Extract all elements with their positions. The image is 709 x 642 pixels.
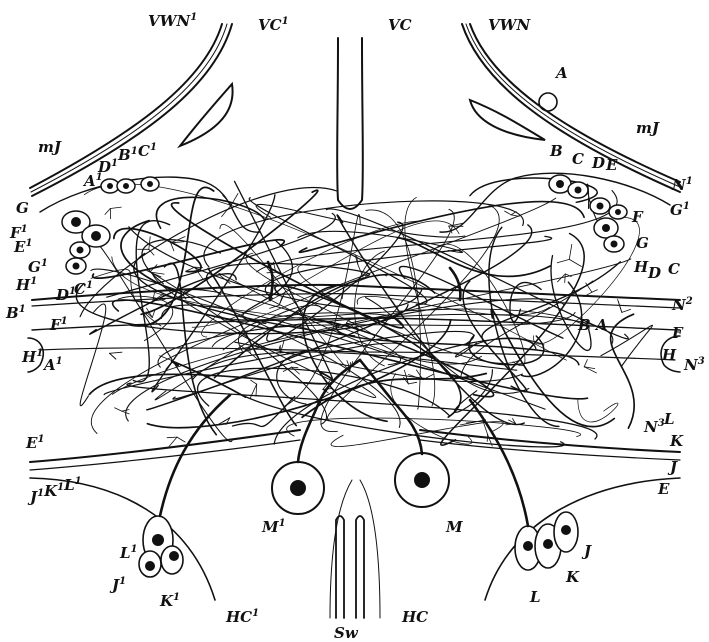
neuropil-fibre: [611, 314, 635, 428]
right-crescent: [470, 100, 545, 140]
neuropil-fibre: [298, 231, 463, 252]
label-b-top: B: [549, 142, 563, 160]
label-e1-left: E1: [13, 238, 32, 256]
dendrite-tuft: [279, 296, 282, 305]
label-a: A: [554, 64, 568, 82]
label-e1-low: E1: [25, 434, 44, 452]
hc-boundary: [485, 478, 680, 600]
label-jkl1: J1K1L1: [27, 476, 82, 506]
sw-right: [356, 516, 364, 618]
dendrite-tuft: [169, 437, 177, 446]
label-n3-b: N3: [643, 418, 665, 436]
label-k1: K1: [159, 592, 180, 610]
dendrite-tuft: [167, 437, 177, 438]
label-j-right: J: [667, 458, 678, 476]
sw-tract-right: [360, 480, 380, 618]
dendrite-tuft: [166, 361, 173, 370]
dendrite-tuft: [115, 408, 122, 411]
label-c-top: C: [572, 150, 584, 168]
label-d-top: D: [591, 154, 605, 172]
label-d1-mid: D1: [55, 286, 76, 304]
label-j1: J1: [109, 576, 126, 594]
label-e-right: E: [657, 480, 670, 498]
label-c1-top: C1: [138, 142, 157, 160]
neuropil-fibre: [277, 352, 317, 404]
label-f-mid: F: [671, 324, 684, 342]
cell-a: [539, 93, 557, 111]
sw-left: [336, 516, 344, 618]
label-h1-left: H1: [15, 276, 37, 294]
label-vwn: VWN: [488, 16, 531, 34]
dendrite-tuft: [251, 380, 257, 384]
label-h1-low: H1: [21, 348, 43, 366]
dendrite-tuft: [592, 290, 598, 293]
label-vc1: VC1: [258, 16, 289, 34]
label-g-left: G: [16, 199, 29, 217]
label-vwn1: VWN1: [148, 12, 197, 30]
label-g1-right: G1: [670, 201, 690, 219]
label-n1: N1: [671, 176, 693, 194]
neuropil-fibre: [313, 319, 494, 396]
label-c-mid: C: [668, 260, 680, 278]
label-mj-left: mJ: [38, 138, 62, 156]
neuropil-fibre: [327, 204, 499, 420]
dendrite-tuft: [505, 211, 512, 215]
label-g1-left: G1: [28, 258, 48, 276]
dendrite-tuft: [122, 410, 129, 412]
label-k-cell: K: [565, 568, 580, 586]
dendrite-tuft: [622, 309, 631, 312]
neuropil-fibres: [76, 178, 652, 447]
dendrite-tuft: [110, 207, 121, 208]
label-l1: L1: [119, 544, 138, 562]
dendrite-tuft: [105, 209, 110, 215]
label-ba-mid: B A: [577, 316, 608, 334]
dendrite-tuft: [565, 274, 566, 283]
vwn-left-mid: [31, 24, 227, 192]
label-sw: Sw: [334, 624, 359, 642]
dendrite-tuft: [557, 259, 569, 262]
dendrite-tuft: [584, 360, 587, 367]
label-n3-a: N3: [683, 356, 705, 374]
label-k-right: K: [669, 432, 684, 450]
neuropil-fibre: [126, 299, 564, 421]
neuropil-fibre: [578, 400, 618, 422]
dendrite-tuft: [281, 340, 285, 353]
neuropil-fibre: [129, 227, 422, 309]
label-b1-mid: B1: [5, 304, 26, 322]
label-f1-mid: F1: [49, 316, 68, 334]
label-g-right: G: [636, 234, 649, 252]
label-m1: M1: [261, 518, 286, 536]
label-vc: VC: [388, 16, 412, 34]
dendrite-tuft: [511, 212, 516, 215]
label-b1-top: B1: [117, 146, 138, 164]
label-hc: HC: [401, 608, 428, 626]
dendrite-tuft: [511, 215, 519, 217]
dendrite-tuft: [569, 259, 581, 266]
label-hc1: HC1: [225, 608, 259, 626]
label-a1-low: A1: [42, 356, 63, 374]
label-n2: N2: [671, 296, 693, 314]
neuropil-fibre: [80, 188, 337, 317]
label-l-cell: L: [529, 588, 541, 606]
dendrite-tuft: [222, 205, 232, 217]
label-d-mid: D: [647, 264, 661, 282]
label-h-low: H: [661, 346, 677, 364]
midline-septum: [337, 38, 363, 209]
dendrite-tuft: [569, 244, 572, 259]
dendrite-tuft: [110, 352, 123, 353]
dendrite-tuft: [177, 437, 185, 442]
label-h-right: H: [633, 258, 649, 276]
label-j-cell: J: [581, 542, 592, 560]
label-f-right: F: [631, 208, 644, 226]
label-m: M: [445, 518, 463, 536]
dendrite-tuft: [408, 382, 416, 384]
label-d1-top: D1: [97, 158, 118, 176]
sw-tract-left: [330, 480, 352, 618]
tract-lower-left-b: [30, 440, 300, 470]
label-mj-right: mJ: [636, 119, 660, 137]
label-e-top: E: [605, 156, 618, 174]
label-l-right: L: [663, 410, 675, 428]
dendrite-tuft: [110, 353, 116, 359]
